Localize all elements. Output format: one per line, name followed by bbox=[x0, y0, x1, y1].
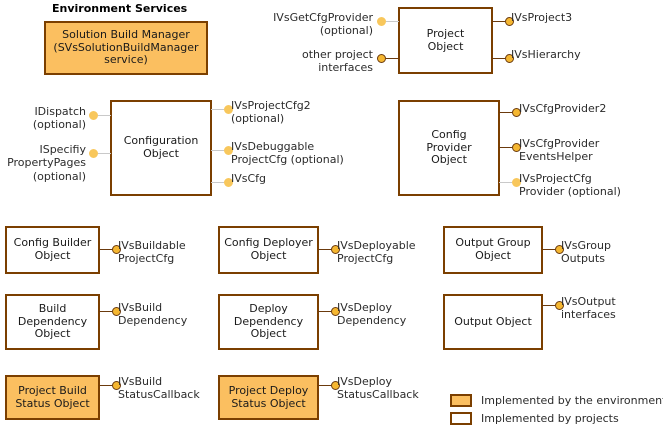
interface-label-ivsdeploystatuscallback: IVsDeploy StatusCallback bbox=[337, 375, 419, 402]
lollipop-ivscfgprovidereventshelper[interactable] bbox=[499, 143, 521, 152]
interface-label-ivshierarchy: IVsHierarchy bbox=[511, 48, 581, 61]
legend-item-projects: Implemented by projects bbox=[450, 412, 663, 425]
interface-label-ivsprojectcfg2: IVsProjectCfg2 (optional) bbox=[231, 99, 311, 126]
legend-label: Implemented by the environment bbox=[481, 394, 663, 407]
box-project-object[interactable]: Project Object bbox=[398, 7, 493, 74]
box-label: Deploy Dependency Object bbox=[233, 301, 304, 341]
box-label: Project Build Status Object bbox=[15, 383, 90, 410]
box-output-object[interactable]: Output Object bbox=[443, 294, 543, 350]
interface-label-other-project-interfaces: other project interfaces bbox=[302, 48, 373, 75]
interface-label-ivsdeploydependency: IVsDeploy Dependency bbox=[337, 301, 407, 328]
interface-label-idispatch: IDispatch (optional) bbox=[32, 105, 86, 132]
interface-label-ivsgroupoutputs: IVsGroup Outputs bbox=[561, 239, 611, 266]
lollipop-ivsproject3[interactable] bbox=[492, 17, 514, 26]
legend-swatch-projects-icon bbox=[450, 412, 472, 425]
box-label: Output Object bbox=[454, 314, 532, 328]
interface-label-ivsprojectcfgprovider: IVsProjectCfg Provider (optional) bbox=[519, 172, 621, 199]
interface-label-ivsproject3: IVsProject3 bbox=[511, 11, 573, 24]
box-label: Output Group Object bbox=[455, 236, 531, 262]
lollipop-ivscfgprovider2[interactable] bbox=[499, 108, 521, 117]
legend-label: Implemented by projects bbox=[481, 412, 619, 425]
box-label: Config Builder Object bbox=[13, 236, 92, 262]
interface-label-ivsbuildstatuscallback: IVsBuild StatusCallback bbox=[118, 375, 200, 402]
lollipop-ispecifiypropertypages[interactable] bbox=[89, 149, 111, 158]
lollipop-ivsprojectcfg2[interactable] bbox=[211, 105, 233, 114]
interface-label-ivscfgprovidereventshelper: IVsCfgProvider EventsHelper bbox=[519, 137, 600, 164]
box-configuration-object[interactable]: Configuration Object bbox=[110, 100, 212, 196]
interface-label-ivsgetcfgprovider: IVsGetCfgProvider (optional) bbox=[273, 11, 373, 38]
interface-label-ispecifiypropertypages: ISpecifiy PropertyPages (optional) bbox=[7, 143, 86, 183]
box-label: Build Dependency Object bbox=[17, 301, 88, 341]
box-label: Config Deployer Object bbox=[224, 236, 313, 262]
box-config-deployer-object[interactable]: Config Deployer Object bbox=[218, 226, 319, 274]
lollipop-ivsoutputinterfaces[interactable] bbox=[542, 301, 564, 310]
lollipop-other-project-interfaces[interactable] bbox=[377, 54, 399, 63]
interface-label-ivsoutputinterfaces: IVsOutput interfaces bbox=[561, 295, 616, 322]
box-label: Project Object bbox=[426, 26, 465, 53]
interface-label-ivsdeployableprojectcfg: IVsDeployable ProjectCfg bbox=[337, 239, 416, 266]
legend-swatch-environment-icon bbox=[450, 394, 472, 407]
box-deploy-dependency-object[interactable]: Deploy Dependency Object bbox=[218, 294, 319, 350]
legend-item-environment: Implemented by the environment bbox=[450, 394, 663, 407]
legend: Implemented by the environment Implement… bbox=[450, 394, 663, 430]
lollipop-ivsdeployableprojectcfg[interactable] bbox=[318, 245, 340, 254]
interface-label-ivscfg: IVsCfg bbox=[231, 172, 267, 185]
lollipop-ivsgroupoutputs[interactable] bbox=[542, 245, 564, 254]
lollipop-ivshierarchy[interactable] bbox=[492, 54, 514, 63]
interface-label-ivsbuilddependency: IVsBuild Dependency bbox=[118, 301, 188, 328]
section-title-environment-services: Environment Services bbox=[52, 2, 188, 15]
lollipop-ivsbuildstatuscallback[interactable] bbox=[99, 381, 121, 390]
lollipop-ivsbuilddependency[interactable] bbox=[99, 307, 121, 316]
box-build-dependency-object[interactable]: Build Dependency Object bbox=[5, 294, 100, 350]
interface-label-ivscfgprovider2: IVsCfgProvider2 bbox=[519, 102, 607, 115]
box-project-deploy-status-object[interactable]: Project Deploy Status Object bbox=[218, 375, 319, 420]
box-project-build-status-object[interactable]: Project Build Status Object bbox=[5, 375, 100, 420]
lollipop-ivsdeploystatuscallback[interactable] bbox=[318, 381, 340, 390]
lollipop-ivscfg[interactable] bbox=[211, 178, 233, 187]
lollipop-ivsbuildableprojectcfg[interactable] bbox=[99, 245, 121, 254]
box-label: Solution Build Manager (SVsSolutionBuild… bbox=[53, 27, 199, 67]
box-label: Config Provider Object bbox=[426, 127, 472, 167]
lollipop-ivsdebuggableprojectcfg[interactable] bbox=[211, 146, 233, 155]
interface-label-ivsdebuggableprojectcfg: IVsDebuggable ProjectCfg (optional) bbox=[231, 140, 344, 167]
box-output-group-object[interactable]: Output Group Object bbox=[443, 226, 543, 274]
box-config-provider-object[interactable]: Config Provider Object bbox=[398, 100, 500, 196]
box-label: Project Deploy Status Object bbox=[228, 383, 309, 410]
lollipop-ivsprojectcfgprovider[interactable] bbox=[499, 178, 521, 187]
box-label: Configuration Object bbox=[123, 134, 199, 160]
lollipop-ivsdeploydependency[interactable] bbox=[318, 307, 340, 316]
lollipop-ivsgetcfgprovider[interactable] bbox=[377, 17, 399, 26]
interface-label-ivsbuildableprojectcfg: IVsBuildable ProjectCfg bbox=[118, 239, 186, 266]
box-config-builder-object[interactable]: Config Builder Object bbox=[5, 226, 100, 274]
box-solution-build-manager[interactable]: Solution Build Manager (SVsSolutionBuild… bbox=[44, 21, 208, 75]
lollipop-idispatch[interactable] bbox=[89, 111, 111, 120]
